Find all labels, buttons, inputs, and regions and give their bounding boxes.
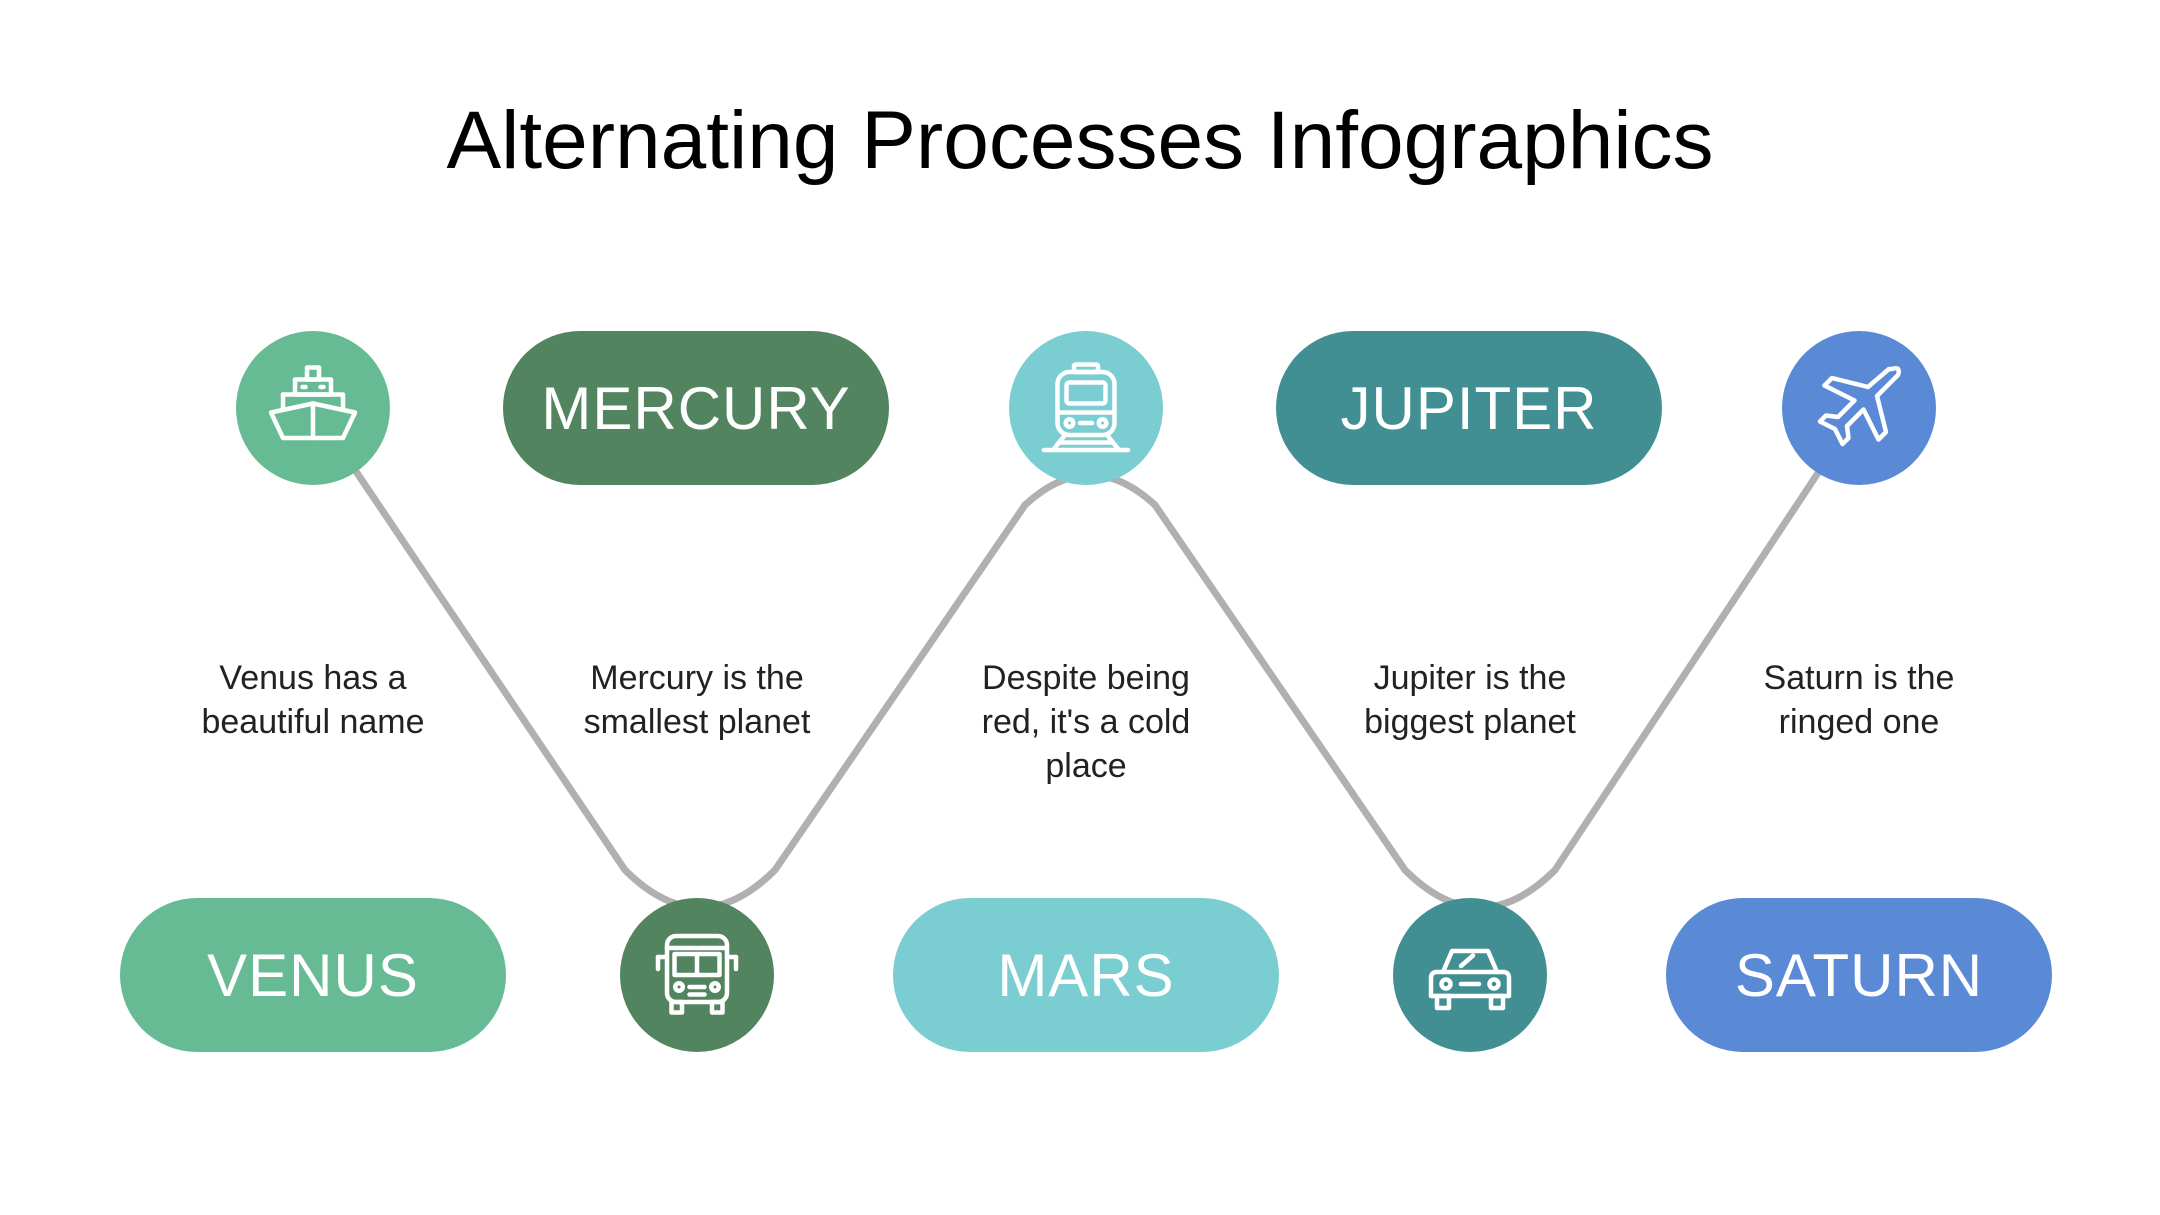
- saturn-description: Saturn is the ringed one: [1763, 659, 1955, 741]
- venus-description: Venus has a beautiful name: [201, 659, 425, 741]
- jupiter-icon-circle: [1393, 898, 1547, 1052]
- mercury-description: Mercury is the smallest planet: [583, 659, 811, 741]
- saturn-icon-circle: [1782, 331, 1936, 485]
- bus-icon: [655, 933, 739, 1015]
- venus-label: VENUS: [120, 898, 506, 1052]
- jupiter-label: JUPITER: [1276, 331, 1662, 485]
- airplane-icon: [1817, 366, 1901, 447]
- saturn-label: SATURN: [1666, 898, 2052, 1052]
- mercury-icon-circle: [620, 898, 774, 1052]
- mars-description: Despite being red, it's a cold place: [981, 659, 1191, 785]
- train-icon: [1041, 362, 1131, 453]
- jupiter-description: Jupiter is the biggest planet: [1364, 659, 1576, 741]
- ship-icon: [268, 365, 358, 441]
- mars-label: MARS: [893, 898, 1279, 1052]
- mercury-label: MERCURY: [503, 331, 889, 485]
- mars-icon-circle: [1009, 331, 1163, 485]
- page-title: Alternating Processes Infographics: [446, 95, 1714, 186]
- venus-icon-circle: [236, 331, 390, 485]
- car-icon: [1428, 948, 1512, 1011]
